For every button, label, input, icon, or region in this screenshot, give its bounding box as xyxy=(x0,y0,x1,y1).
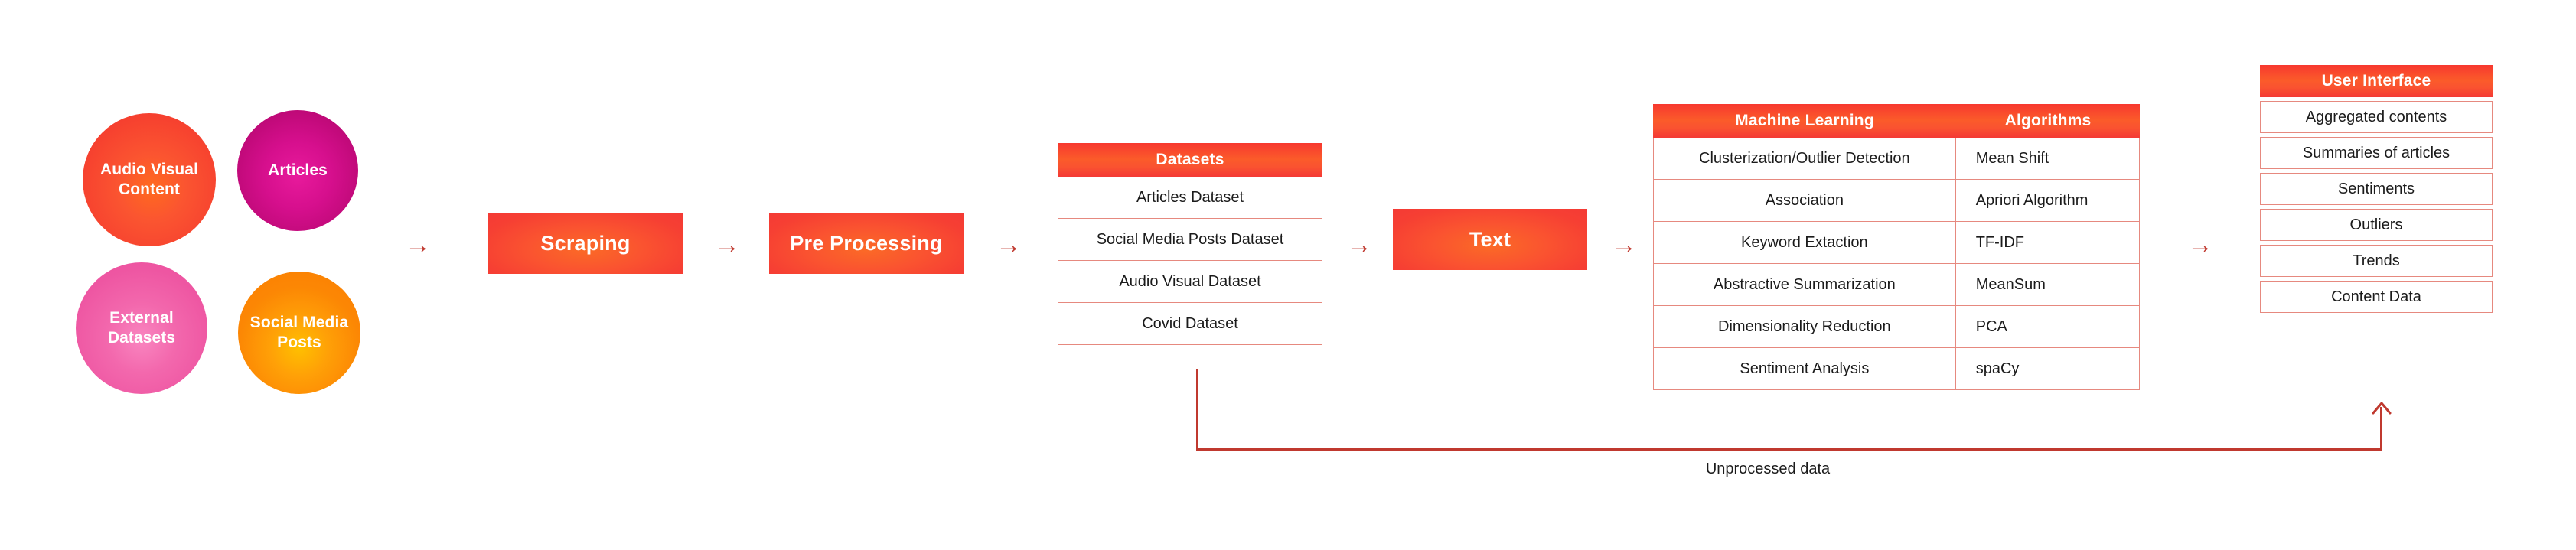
arrow-right-icon-datasets-to-text: → xyxy=(1346,230,1372,259)
ml-task-cell: Sentiment Analysis xyxy=(1654,348,1956,389)
ml-task-cell: Dimensionality Reduction xyxy=(1654,306,1956,347)
list-item: Outliers xyxy=(2260,209,2493,241)
ml-task-cell: Association xyxy=(1654,180,1956,221)
feedback-loop-vertical-right-segment xyxy=(2380,407,2382,451)
ml-algorithm-cell: Apriori Algorithm xyxy=(1975,191,2089,209)
datasets-cell: Covid Dataset xyxy=(1142,314,1238,332)
ml-header-algorithms: Algorithms xyxy=(2004,112,2092,129)
datasets-cell: Articles Dataset xyxy=(1136,188,1244,206)
feedback-loop-vertical-left-segment xyxy=(1196,369,1198,451)
arrow-right-icon-scraping-to-preprocessing: → xyxy=(714,230,740,259)
table-row: Clusterization/Outlier Detection Mean Sh… xyxy=(1653,138,2140,180)
user-interface-header-label: User Interface xyxy=(2321,72,2431,89)
datasets-header-label: Datasets xyxy=(1156,151,1224,168)
ml-task-cell: Keyword Extaction xyxy=(1654,222,1956,263)
arrow-right-icon-machine-learning-to-user-interface: → xyxy=(2187,230,2213,259)
feedback-loop-label: Unprocessed data xyxy=(1705,461,1831,477)
table-row: Articles Dataset xyxy=(1058,177,1322,219)
arrow-right-icon-preprocessing-to-datasets: → xyxy=(996,230,1022,259)
arrow-right-icon-text-to-machine-learning: → xyxy=(1611,230,1637,259)
ml-algorithm-cell: Mean Shift xyxy=(1975,149,2049,167)
table-row: Dimensionality Reduction PCA xyxy=(1653,306,2140,348)
process-box-text: Text xyxy=(1393,209,1587,270)
table-row: Association Apriori Algorithm xyxy=(1653,180,2140,222)
ml-task-cell: Clusterization/Outlier Detection xyxy=(1654,138,1956,179)
list-item: Aggregated contents xyxy=(2260,101,2493,133)
arrow-up-icon-feedback-loop xyxy=(2370,401,2393,418)
ml-task-cell: Abstractive Summarization xyxy=(1654,264,1956,305)
list-item: Sentiments xyxy=(2260,173,2493,205)
list-item-content-data: Content Data xyxy=(2260,281,2493,313)
datasets-cell: Social Media Posts Dataset xyxy=(1096,230,1284,248)
ml-header-machine-learning: Machine Learning xyxy=(1735,112,1874,129)
user-interface-panel: User Interface Aggregated contents Summa… xyxy=(2260,65,2493,313)
table-row: Social Media Posts Dataset xyxy=(1058,219,1322,261)
process-box-scraping: Scraping xyxy=(488,213,683,274)
user-interface-header: User Interface xyxy=(2260,65,2493,97)
circle-label: Articles xyxy=(268,161,328,180)
feedback-loop-horizontal-segment xyxy=(1196,448,2382,451)
table-row: Abstractive Summarization MeanSum xyxy=(1653,264,2140,306)
process-label: Text xyxy=(1469,227,1511,251)
ml-algorithm-cell: spaCy xyxy=(1975,360,2020,377)
datasets-cell: Audio Visual Dataset xyxy=(1119,272,1261,290)
list-item: Summaries of articles xyxy=(2260,137,2493,169)
datasets-table-header: Datasets xyxy=(1058,143,1322,177)
table-row: Audio Visual Dataset xyxy=(1058,261,1322,303)
list-item: Trends xyxy=(2260,245,2493,277)
process-label: Pre Processing xyxy=(790,231,943,255)
ml-algorithm-cell: MeanSum xyxy=(1975,275,2046,293)
arrow-right-icon-sources-to-scraping: → xyxy=(405,230,431,259)
source-circle-articles: Articles xyxy=(237,110,358,231)
table-row: Covid Dataset xyxy=(1058,303,1322,345)
process-box-pre-processing: Pre Processing xyxy=(769,213,964,274)
table-row: Sentiment Analysis spaCy xyxy=(1653,348,2140,390)
datasets-table: Datasets Articles Dataset Social Media P… xyxy=(1058,143,1322,345)
machine-learning-table: Machine Learning Algorithms Clusterizati… xyxy=(1653,104,2140,390)
ml-algorithm-cell: PCA xyxy=(1975,317,2007,335)
table-row: Keyword Extaction TF-IDF xyxy=(1653,222,2140,264)
process-label: Scraping xyxy=(540,231,631,255)
ml-algorithm-cell: TF-IDF xyxy=(1975,233,2025,251)
ml-table-header: Machine Learning Algorithms xyxy=(1653,104,2140,138)
